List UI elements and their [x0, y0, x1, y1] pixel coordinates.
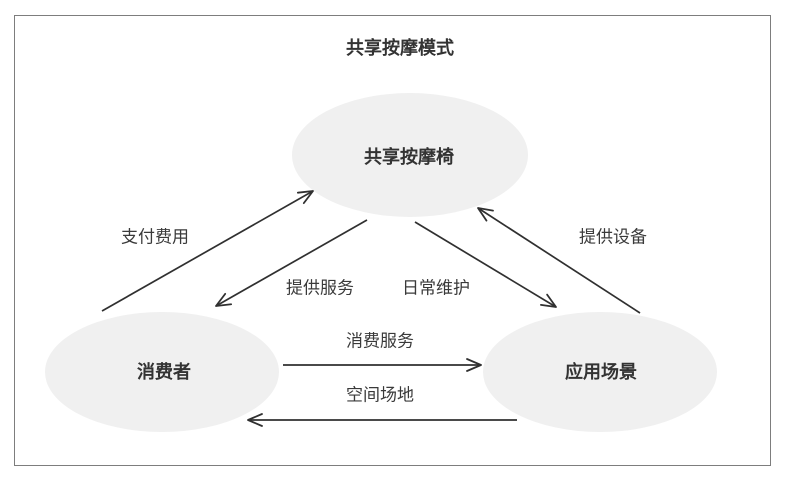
- edge-arrow-pay-fee: [101, 190, 314, 312]
- node-ellipse-consumer: [45, 312, 279, 432]
- node-label-shared-massage-chair: 共享按摩椅: [364, 147, 454, 167]
- diagram-title: 共享按摩模式: [346, 38, 454, 58]
- edge-label-provide-equipment: 提供设备: [579, 227, 647, 247]
- node-label-consumer: 消费者: [137, 362, 191, 382]
- edge-label-space-venue: 空间场地: [346, 385, 414, 405]
- edge-arrow-provide-equipment: [477, 207, 641, 314]
- edge-arrow-provide-service: [215, 219, 368, 307]
- edge-label-consume-service: 消费服务: [346, 331, 414, 351]
- diagram-border-frame: [14, 15, 771, 466]
- node-ellipse-shared-massage-chair: [292, 93, 528, 217]
- edge-label-daily-maintenance: 日常维护: [402, 278, 470, 298]
- node-ellipse-application-scene: [483, 312, 717, 432]
- edge-arrow-daily-maintenance: [414, 221, 557, 308]
- edge-label-provide-service: 提供服务: [286, 278, 354, 298]
- edge-label-pay-fee: 支付费用: [121, 227, 189, 247]
- node-label-application-scene: 应用场景: [565, 362, 637, 382]
